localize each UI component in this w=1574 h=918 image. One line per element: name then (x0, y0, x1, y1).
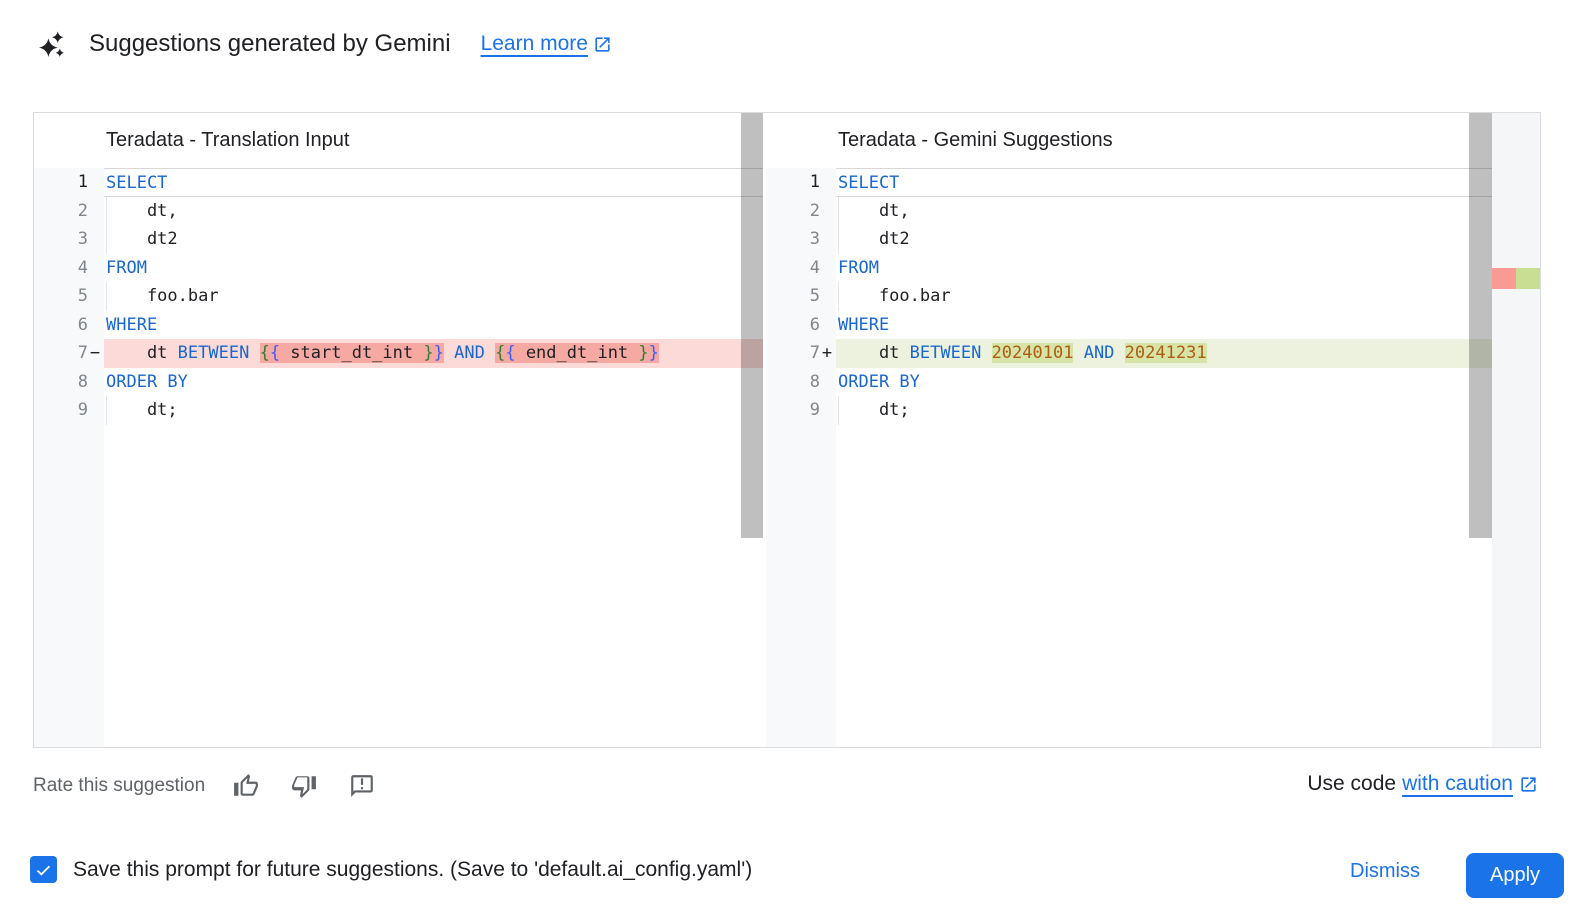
open-in-new-icon (1521, 776, 1536, 792)
line-number: 3 (809, 229, 820, 249)
gemini-suggestions-title: Teradata - Gemini Suggestions (838, 129, 1113, 151)
code-line-content: SELECT (836, 168, 1540, 197)
line-number: 7+ (809, 343, 833, 363)
code-line-content: dt, (104, 196, 763, 226)
line-number-gutter (34, 168, 104, 747)
line-number: 6 (77, 314, 88, 335)
code-line-content: dt BETWEEN {{ start_dt_int }} AND {{ end… (104, 339, 763, 368)
line-number: 5 (77, 286, 88, 306)
code-line-7: 7− dt BETWEEN {{ start_dt_int }} AND {{ … (34, 339, 763, 368)
code-line-9: 9 dt; (34, 396, 763, 425)
code-line-3: 3 dt2 (766, 225, 1540, 254)
dialog-title: Suggestions generated by Gemini (89, 30, 451, 57)
line-number: 2 (77, 200, 88, 221)
thumbs-up-button[interactable] (233, 773, 259, 799)
code-line-content: SELECT (104, 168, 763, 197)
code-line-7: 7+ dt BETWEEN 20240101 AND 20241231 (766, 339, 1540, 368)
line-number: 8 (809, 371, 820, 392)
line-number: 6 (809, 314, 820, 335)
checkmark-icon (36, 865, 51, 876)
rate-label: Rate this suggestion (33, 775, 206, 796)
rate-row: Rate this suggestion (33, 770, 375, 802)
left-vertical-scrollbar[interactable] (741, 113, 763, 538)
line-number: 2 (809, 200, 820, 221)
line-number: 5 (809, 286, 820, 306)
code-line-content: dt; (836, 396, 1540, 425)
line-number: 4 (77, 257, 88, 278)
code-line-4: 4 FROM (34, 254, 763, 283)
right-vertical-scrollbar[interactable] (1469, 113, 1492, 538)
code-line-content: FROM (838, 257, 879, 278)
save-prompt-label: Save this prompt for future suggestions.… (73, 857, 753, 881)
code-line-8: 8 ORDER BY (34, 368, 763, 397)
thumbs-down-button[interactable] (291, 773, 317, 799)
use-code-notice: Use code with caution (1307, 772, 1538, 796)
code-line-5: 5 foo.bar (766, 282, 1540, 311)
code-line-6: 6 WHERE (34, 311, 763, 340)
with-caution-link[interactable]: with caution (1402, 772, 1513, 795)
code-line-9: 9 dt; (766, 396, 1540, 425)
translation-input-header: Teradata - Translation Input (34, 113, 763, 168)
learn-more-link[interactable]: Learn more (481, 32, 612, 56)
gemini-sparkle-icon (39, 31, 64, 57)
dialog-header: Suggestions generated by Gemini Learn mo… (38, 30, 612, 58)
open-in-new-icon (595, 36, 610, 52)
use-code-prefix: Use code (1307, 772, 1397, 795)
overview-added-marker (1516, 268, 1540, 289)
code-line-content: FROM (106, 257, 147, 278)
code-line-2: 2 dt, (766, 196, 1540, 226)
code-line-content: dt, (836, 196, 1540, 226)
line-number: 3 (77, 229, 88, 249)
code-line-content: foo.bar (836, 282, 1540, 311)
code-line-content: WHERE (838, 314, 890, 335)
code-line-8: 8 ORDER BY (766, 368, 1540, 397)
diff-overview-ruler (1492, 113, 1540, 747)
code-line-content: dt BETWEEN 20240101 AND 20241231 (836, 339, 1540, 368)
code-line-6: 6 WHERE (766, 311, 1540, 340)
code-line-2: 2 dt, (34, 196, 763, 226)
save-prompt-checkbox[interactable] (30, 856, 57, 883)
code-line-content: WHERE (106, 314, 158, 335)
line-number: 7− (77, 343, 101, 363)
overview-removed-marker (1492, 268, 1516, 289)
code-line-4: 4 FROM (766, 254, 1540, 283)
code-line-content: foo.bar (104, 282, 763, 311)
code-line-content: dt; (104, 396, 763, 425)
code-line-5: 5 foo.bar (34, 282, 763, 311)
thumbs-down-icon (292, 776, 317, 798)
code-line-1: 1 SELECT (766, 168, 1540, 197)
translation-input-title: Teradata - Translation Input (106, 129, 350, 151)
line-number: 9 (809, 400, 820, 420)
line-number-gutter (766, 168, 836, 747)
code-line-3: 3 dt2 (34, 225, 763, 254)
line-number: 8 (77, 371, 88, 392)
thumbs-up-icon (234, 774, 259, 796)
gemini-suggestions-header: Teradata - Gemini Suggestions (766, 113, 1540, 168)
code-line-content: dt2 (104, 225, 763, 254)
feedback-icon (351, 775, 374, 797)
line-number: 4 (809, 257, 820, 278)
line-number: 9 (77, 400, 88, 420)
code-line-content: dt2 (836, 225, 1540, 254)
code-line-1: 1 SELECT (34, 168, 763, 197)
line-number: 1 (77, 172, 88, 192)
dismiss-button[interactable]: Dismiss (1350, 860, 1420, 882)
code-line-content: ORDER BY (106, 371, 188, 392)
line-number: 1 (809, 172, 820, 192)
save-prompt-row: Save this prompt for future suggestions.… (30, 856, 752, 883)
apply-button[interactable]: Apply (1466, 853, 1564, 898)
feedback-button[interactable] (349, 773, 375, 799)
code-line-content: ORDER BY (838, 371, 920, 392)
